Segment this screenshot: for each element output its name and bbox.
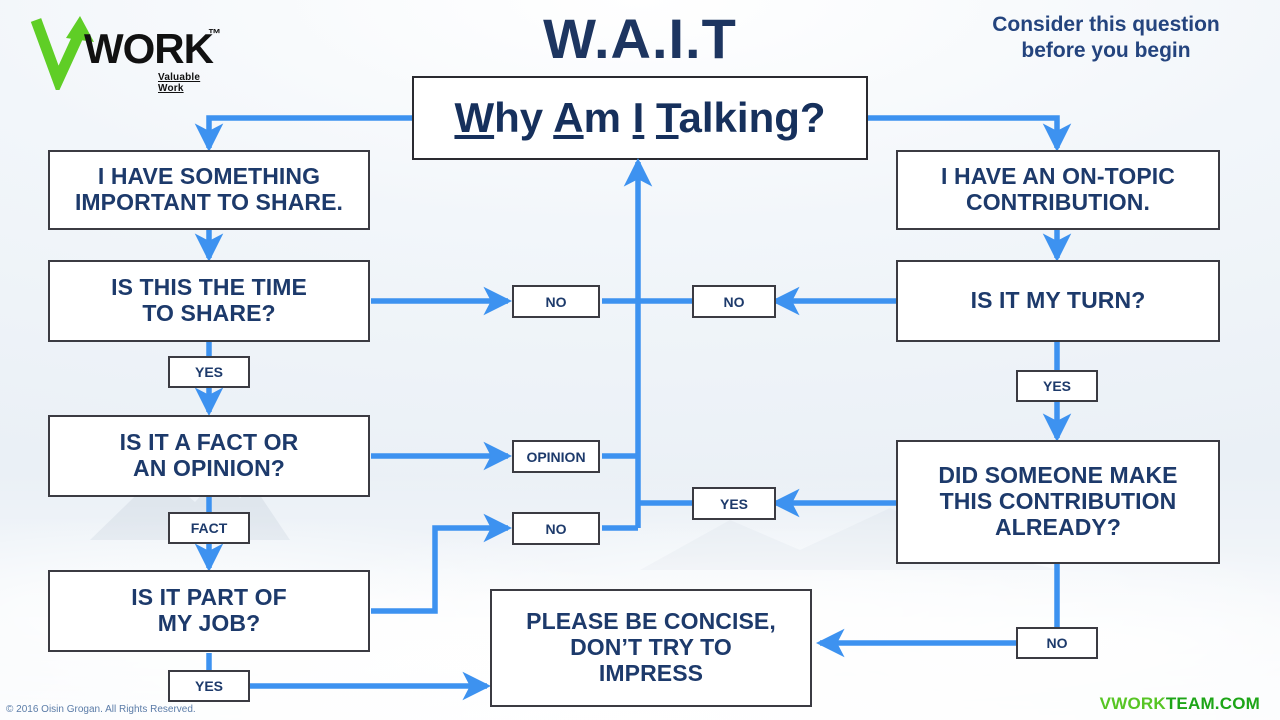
edge-label-right-q2-no[interactable]: NO <box>1016 627 1098 659</box>
edge-label-left-q3-no[interactable]: NO <box>512 512 600 545</box>
logo-tagline: Valuable Work <box>158 72 201 94</box>
edge-label-left-q3-yes[interactable]: YES <box>168 670 250 702</box>
node-text: IS IT MY TURN? <box>970 287 1146 314</box>
node-right-question-my-turn[interactable]: IS IT MY TURN? <box>896 260 1220 342</box>
callout-instruction: Consider this question before you begin <box>956 12 1256 65</box>
page-title-acronym: W.A.I.T <box>543 7 737 70</box>
trademark-icon: ™ <box>208 26 221 41</box>
title-question-box: Why Am I Talking? <box>412 76 868 160</box>
edge-label-left-q1-no[interactable]: NO <box>512 285 600 318</box>
edge-label-right-q1-yes[interactable]: YES <box>1016 370 1098 402</box>
edge-label-right-q2-yes[interactable]: YES <box>692 487 776 520</box>
title-question-text: Why Am I Talking? <box>454 94 826 141</box>
callout-line-1: Consider this question <box>992 13 1220 36</box>
green-check-arrow-icon <box>30 16 94 90</box>
edge-label-right-q1-no[interactable]: NO <box>692 285 776 318</box>
edge-label-left-q2-opinion[interactable]: OPINION <box>512 440 600 473</box>
logo-wordmark: WORK <box>84 25 214 72</box>
callout-line-2: before you begin <box>1021 39 1191 63</box>
brand-url[interactable]: VWORKTEAM.COM <box>1100 694 1260 714</box>
vwork-logo[interactable]: WORK ™ Valuable Work <box>18 10 228 94</box>
edge-label-left-q1-yes[interactable]: YES <box>168 356 250 388</box>
brand-url-first: VWORK <box>1099 694 1166 713</box>
edge-label-left-q2-fact[interactable]: FACT <box>168 512 250 544</box>
copyright-notice: © 2016 Oisin Grogan. All Rights Reserved… <box>6 704 196 715</box>
brand-url-second: TEAM.COM <box>1165 694 1260 713</box>
